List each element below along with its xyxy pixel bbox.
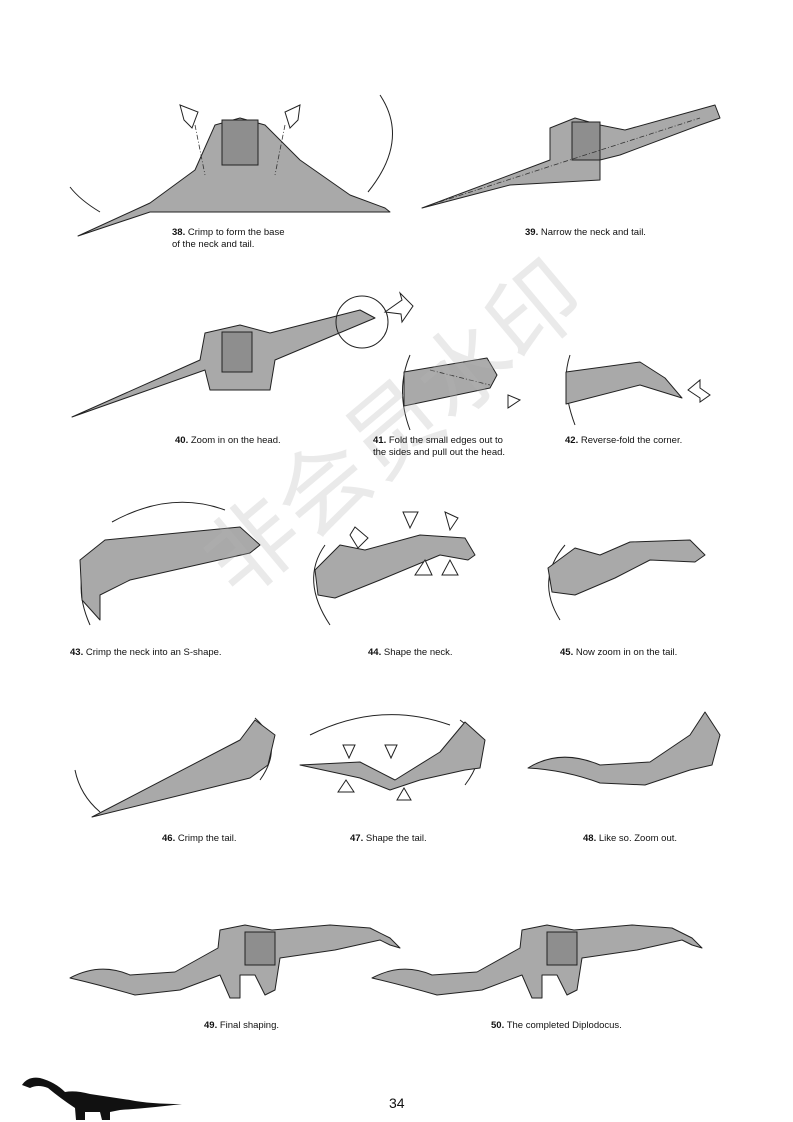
caption-step-45: 45. Now zoom in on the tail. bbox=[560, 647, 678, 658]
caption-step-50: 50. The completed Diplodocus. bbox=[491, 1020, 622, 1031]
diagram-step-45 bbox=[547, 539, 706, 621]
caption-step-47: 47. Shape the tail. bbox=[350, 833, 427, 844]
diagram-step-40 bbox=[71, 291, 414, 418]
caption-step-46: 46. Crimp the tail. bbox=[162, 833, 237, 844]
diplodocus-silhouette-icon bbox=[22, 1077, 182, 1120]
diagram-step-46 bbox=[74, 717, 276, 818]
caption-step-43: 43. Crimp the neck into an S-shape. bbox=[70, 647, 222, 658]
caption-step-40: 40. Zoom in on the head. bbox=[175, 435, 281, 446]
diagram-step-39 bbox=[421, 104, 721, 209]
page-number: 34 bbox=[389, 1095, 405, 1111]
caption-step-42: 42. Reverse-fold the corner. bbox=[565, 435, 683, 446]
caption-step-39: 39. Narrow the neck and tail. bbox=[525, 227, 646, 238]
diagram-step-41 bbox=[402, 354, 522, 431]
caption-step-49: 49. Final shaping. bbox=[204, 1020, 280, 1031]
caption-step-48: 48. Like so. Zoom out. bbox=[583, 833, 678, 844]
caption-step-44: 44. Shape the neck. bbox=[368, 647, 453, 658]
diagram-step-48 bbox=[527, 711, 721, 786]
diagram-step-38 bbox=[69, 94, 393, 237]
diagram-step-47 bbox=[299, 714, 486, 801]
diagram-step-49 bbox=[69, 924, 401, 999]
diagram-step-42 bbox=[565, 354, 711, 426]
diagram-step-44 bbox=[313, 511, 476, 626]
diagram-step-50 bbox=[371, 924, 703, 999]
diagram-step-43 bbox=[79, 501, 261, 626]
